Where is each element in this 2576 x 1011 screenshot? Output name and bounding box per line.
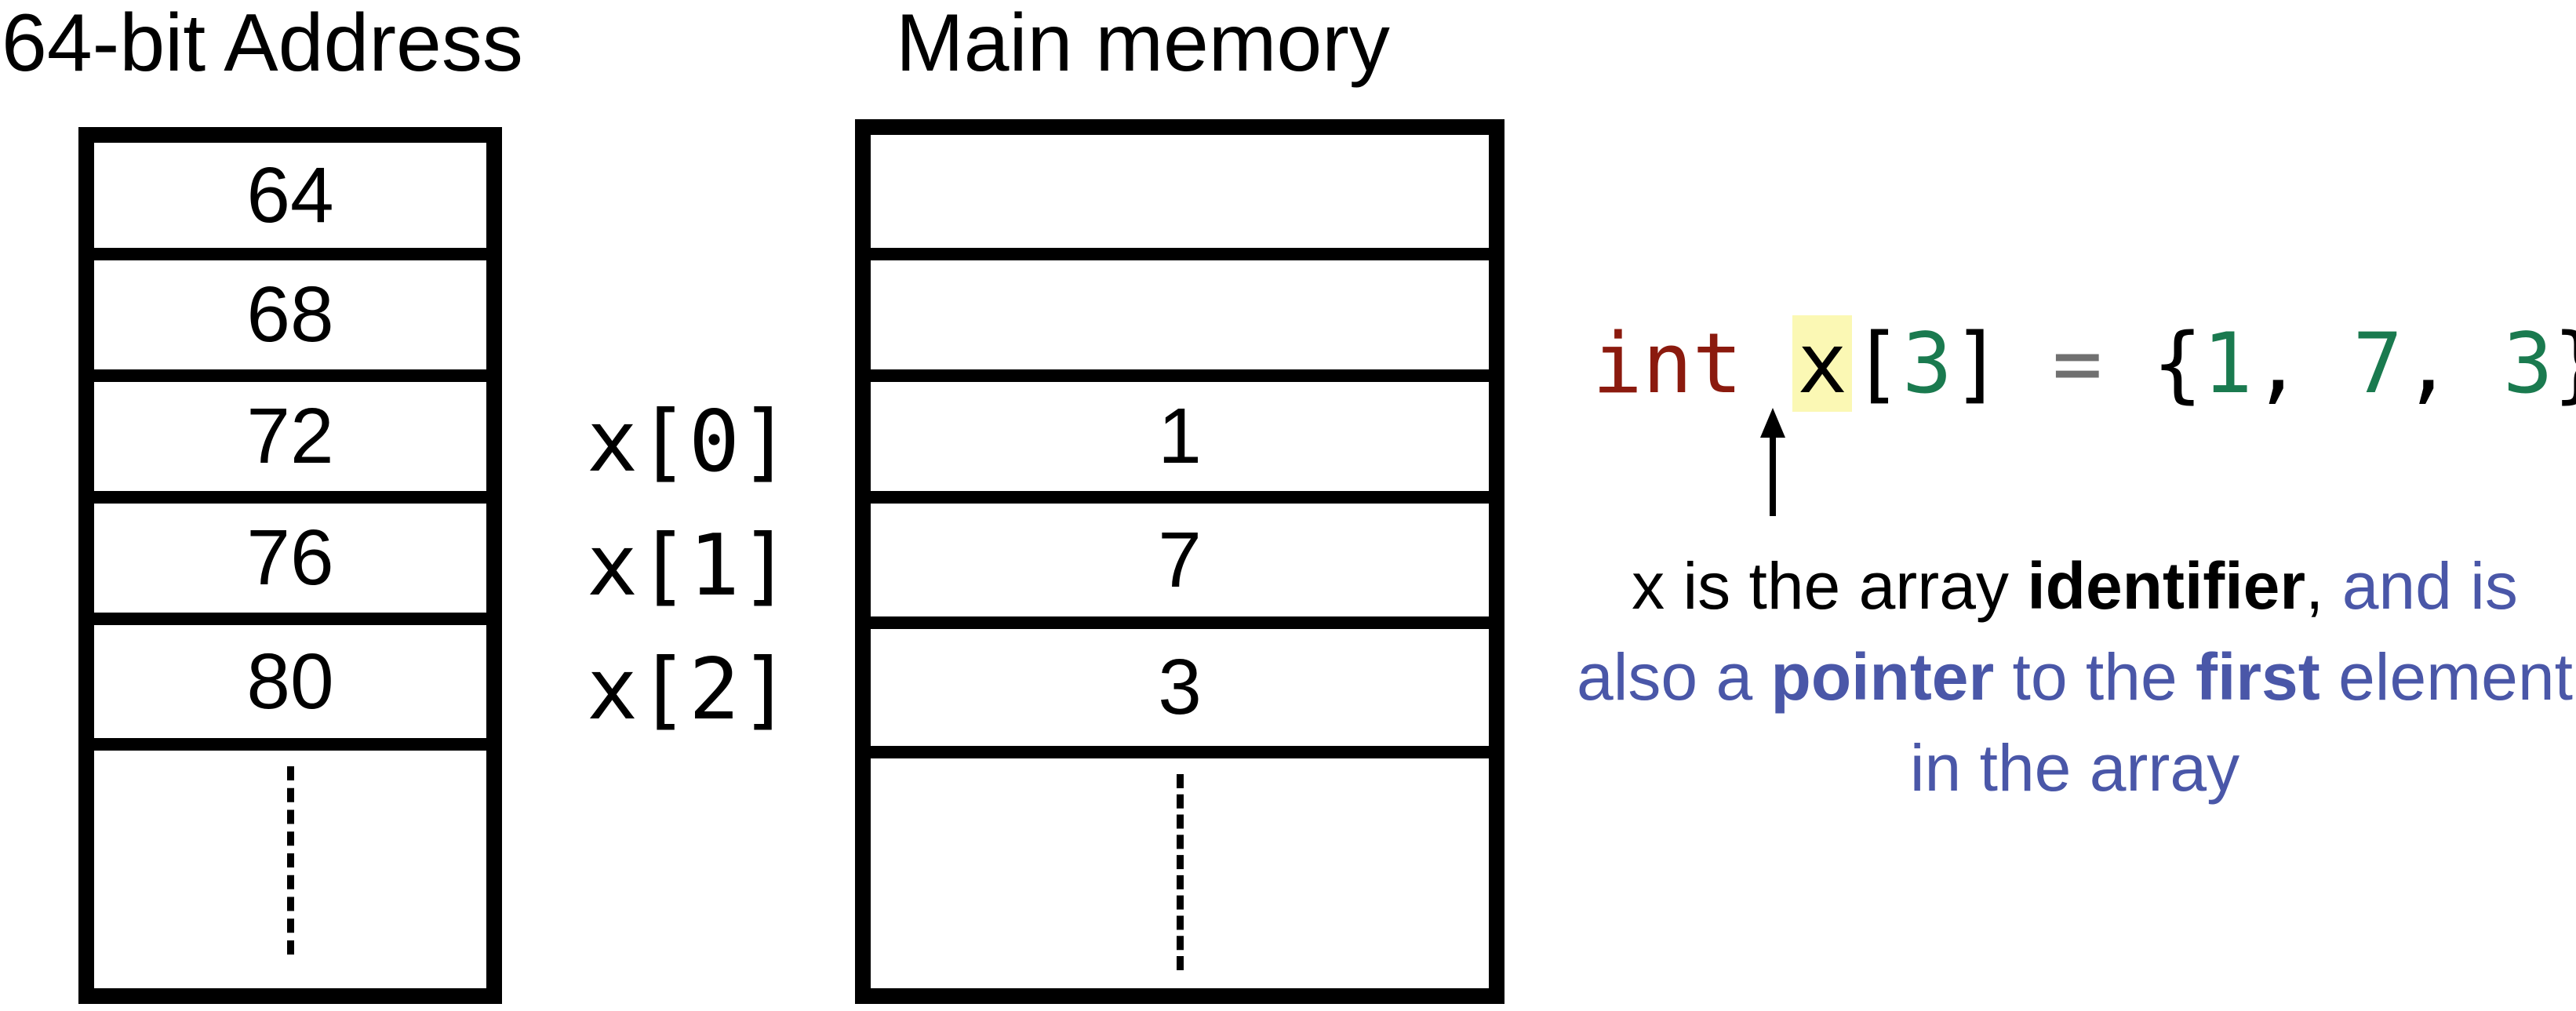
address-cell-3: 76 [94,504,486,625]
code-declaration: int x[3] = {1, 7, 3}; [1592,314,2576,413]
annotation-first-word: first [2196,639,2320,714]
address-cell-2: 72 [94,382,486,504]
index-label-1: x[1] [587,517,791,615]
code-value-2: 3 [2502,315,2553,412]
address-cell-0: 64 [94,143,486,260]
address-cell-1: 68 [94,260,486,382]
address-column: 64 68 72 76 80 [78,127,502,1004]
memory-cell-4: 3 [871,629,1489,758]
memory-value: 3 [1158,643,1202,731]
memory-cell-continuation [871,758,1489,988]
index-label-2: x[2] [587,641,791,739]
memory-cell-2: 1 [871,382,1489,504]
address-value: 80 [246,637,334,726]
memory-column-title: Main memory [896,0,1390,89]
address-cell-4: 80 [94,625,486,751]
annotation-identifier-word: identifier [2027,549,2306,623]
continuation-dashed-line [287,766,294,955]
code-keyword: int [1592,315,1743,412]
annotation-pointer-word: pointer [1770,639,1995,714]
memory-cell-0 [871,135,1489,260]
index-label-0: x[0] [587,393,791,491]
address-column-title: 64-bit Address [2,0,523,89]
annotation-part2: and is also a [1577,549,2518,714]
code-bracket-close: ] [1952,315,2003,412]
code-bracket-open: [ [1852,315,1902,412]
code-identifier-highlight: x [1792,315,1853,412]
pointer-arrow-icon [1760,408,1785,516]
code-comma: , [2252,315,2303,412]
annotation-part4: element in the array [1909,639,2573,805]
memory-value: 1 [1158,392,1202,480]
memory-cell-1 [871,260,1489,382]
address-value: 72 [246,392,334,480]
memory-column: 1 7 3 [855,119,1504,1004]
continuation-dashed-line [1177,774,1184,970]
address-value: 68 [246,271,334,358]
identifier-annotation: x is the array identifier, and is also a… [1569,541,2576,814]
memory-cell-3: 7 [871,504,1489,629]
code-comma: , [2403,315,2454,412]
code-array-size: 3 [1901,315,1952,412]
address-value: 64 [246,151,334,239]
annotation-part1: x is the array [1632,549,2028,623]
annotation-comma: , [2305,549,2324,623]
code-brace-close-semicolon: }; [2553,315,2576,412]
code-value-0: 1 [2202,315,2253,412]
code-equals: = [2052,315,2103,412]
code-brace-open: { [2152,315,2203,412]
code-value-1: 7 [2352,315,2403,412]
address-value: 76 [246,514,334,602]
address-cell-continuation [94,751,486,988]
memory-value: 7 [1158,515,1202,604]
annotation-part3: to the [1994,639,2196,714]
